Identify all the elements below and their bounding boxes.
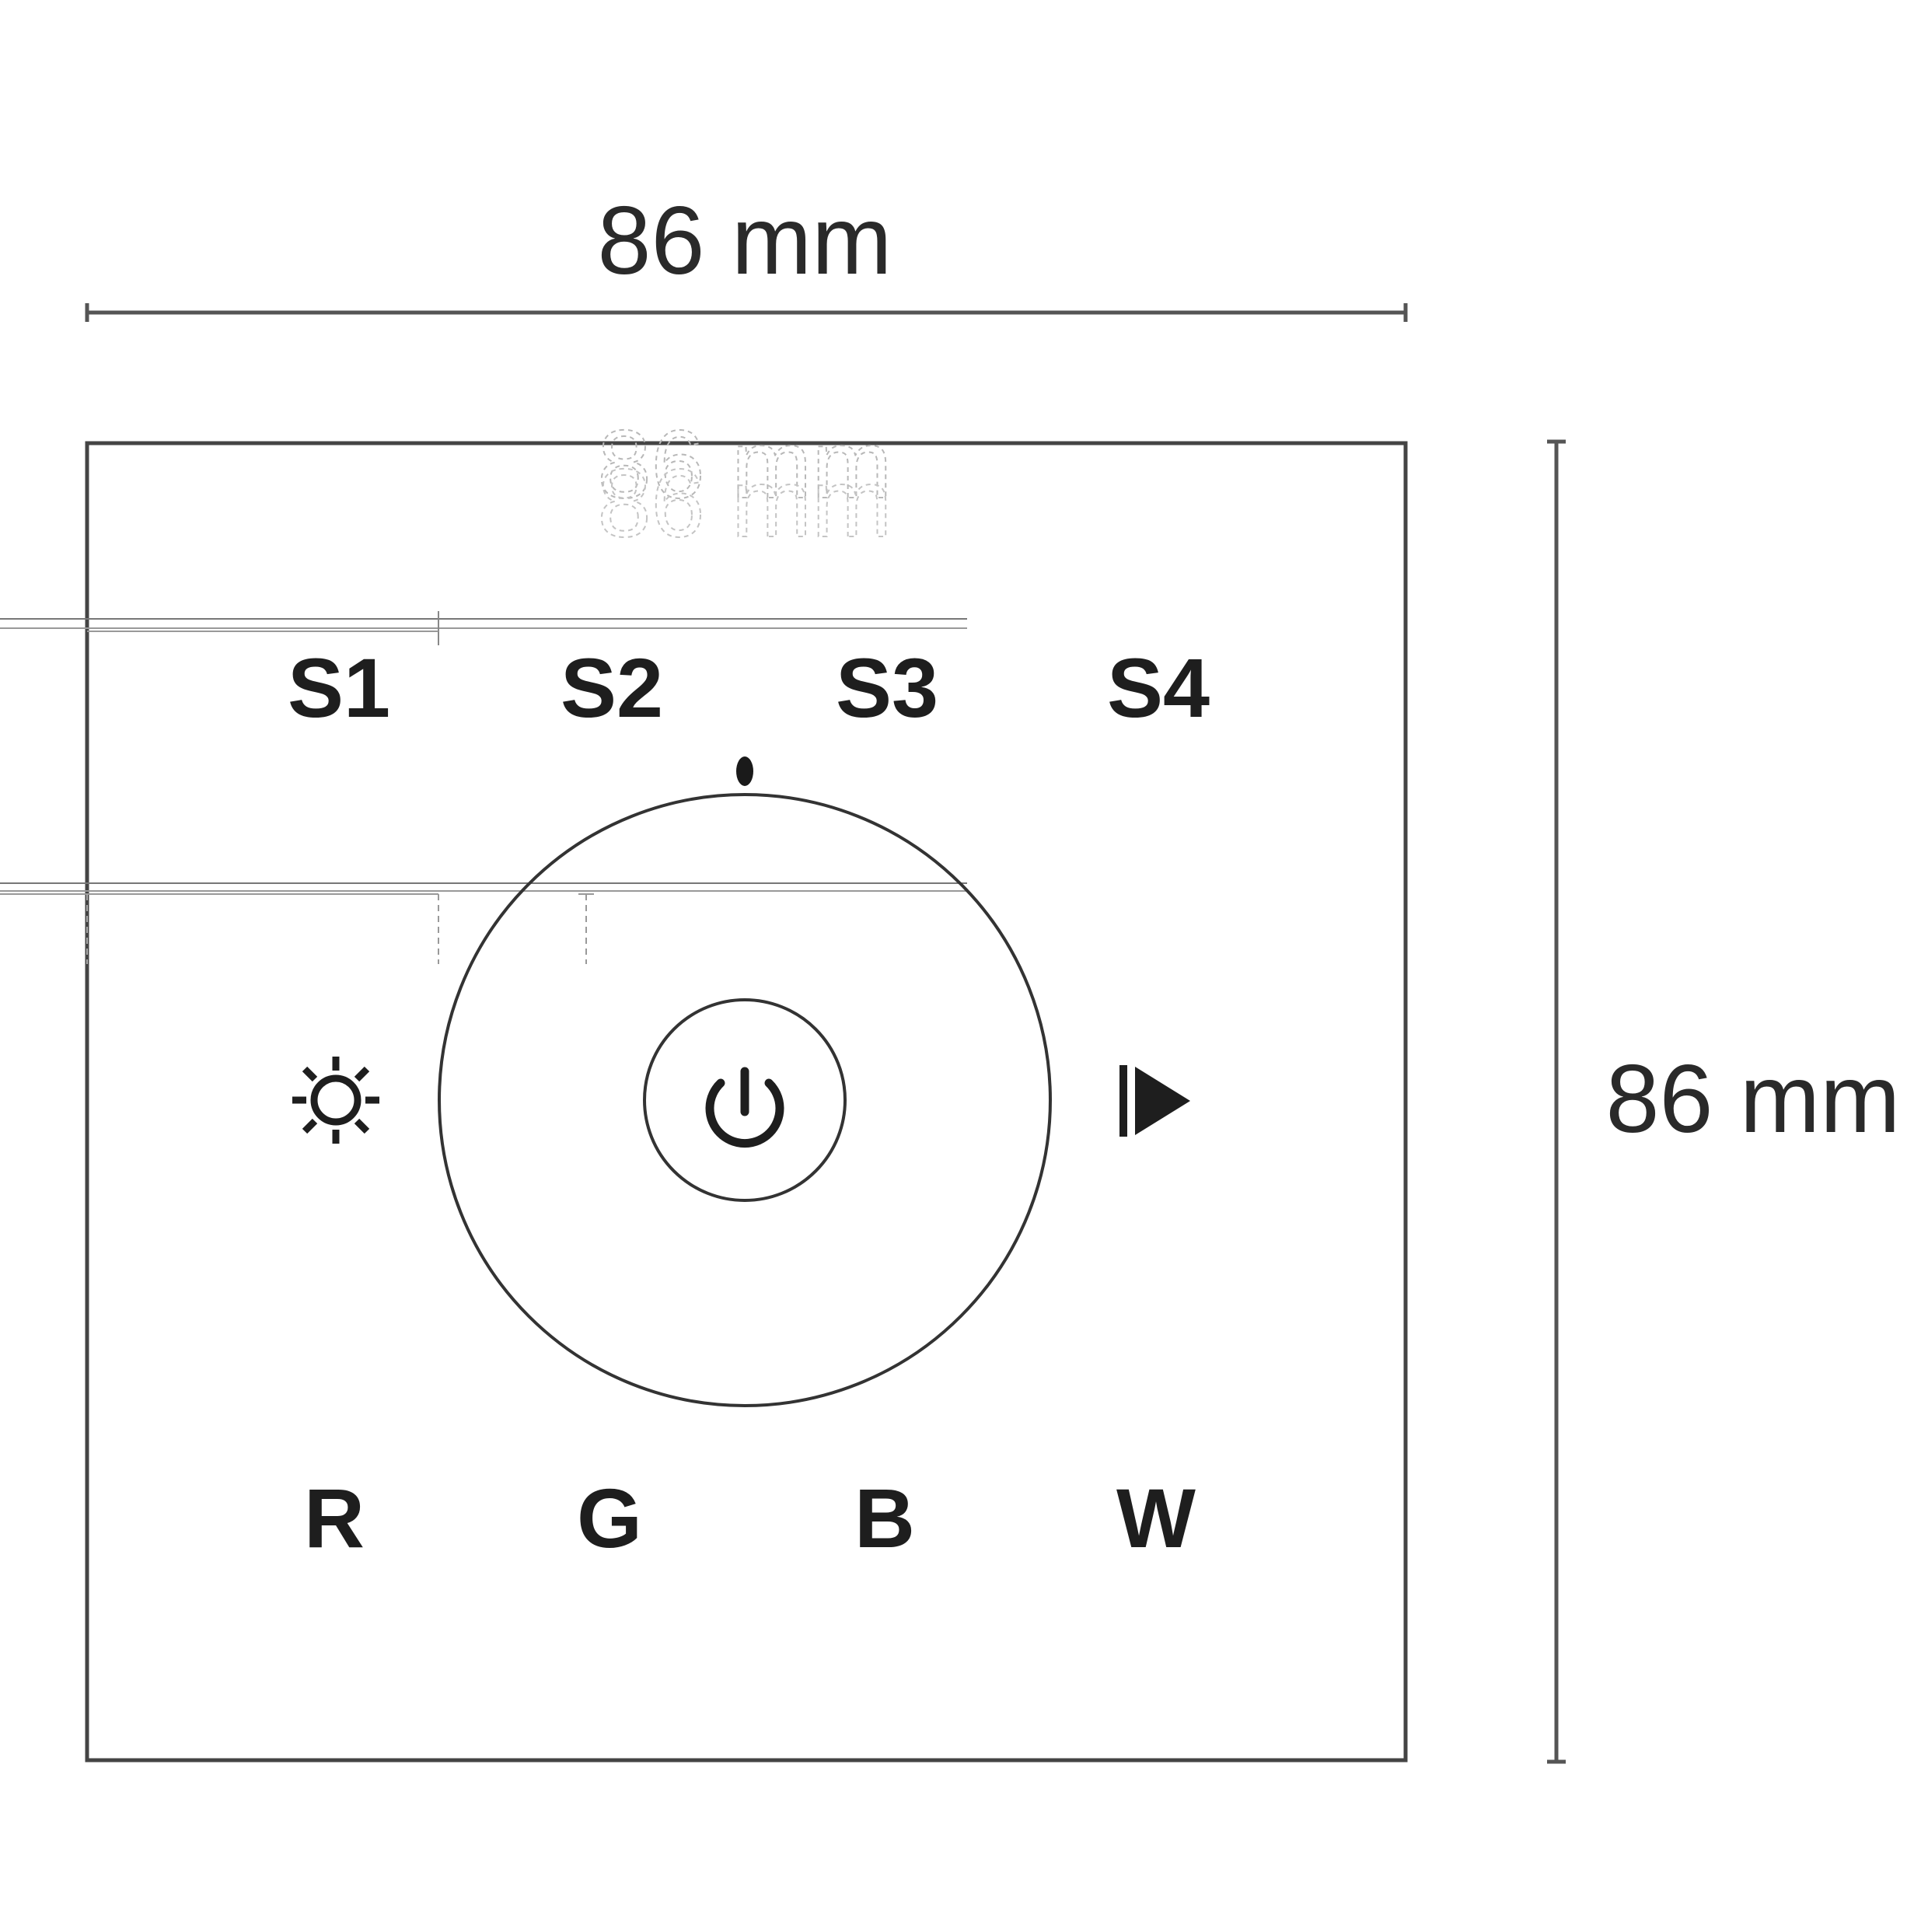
power-button-outline[interactable]: [643, 998, 847, 1202]
channel-key-g[interactable]: G: [577, 1471, 642, 1565]
ghost-dimension-label: 86 mm: [598, 411, 892, 519]
play-mode-icon[interactable]: [1119, 1065, 1190, 1137]
channel-key-b[interactable]: B: [854, 1471, 915, 1565]
led-indicator-dot: [736, 756, 753, 786]
color-wheel-ring[interactable]: [438, 793, 1052, 1407]
channel-key-r[interactable]: R: [304, 1471, 365, 1565]
power-button[interactable]: [643, 998, 847, 1202]
scene-key-s1[interactable]: S1: [288, 641, 390, 735]
power-icon: [705, 1067, 784, 1148]
channel-keys-row: R G B W: [304, 1471, 1196, 1565]
channel-key-w[interactable]: W: [1116, 1471, 1196, 1565]
width-dimension-label: 86 mm: [598, 187, 892, 295]
brightness-sun-icon[interactable]: [292, 1057, 379, 1144]
height-dimension: 86 mm: [1547, 439, 1901, 1764]
scene-key-s4[interactable]: S4: [1107, 641, 1210, 735]
scene-keys-row: S1 S2 S3 S4: [288, 641, 1210, 735]
height-dimension-label: 86 mm: [1606, 1046, 1901, 1153]
ghost-dimension-label-echo: 86 mm: [598, 450, 892, 557]
scene-key-s2[interactable]: S2: [561, 641, 663, 735]
wall-panel-outline: [85, 441, 1408, 1763]
ghost-artifacts: 86 mm 86 mm: [0, 411, 967, 964]
scene-key-s3[interactable]: S3: [836, 641, 938, 735]
width-dimension: 86 mm: [85, 187, 1408, 322]
